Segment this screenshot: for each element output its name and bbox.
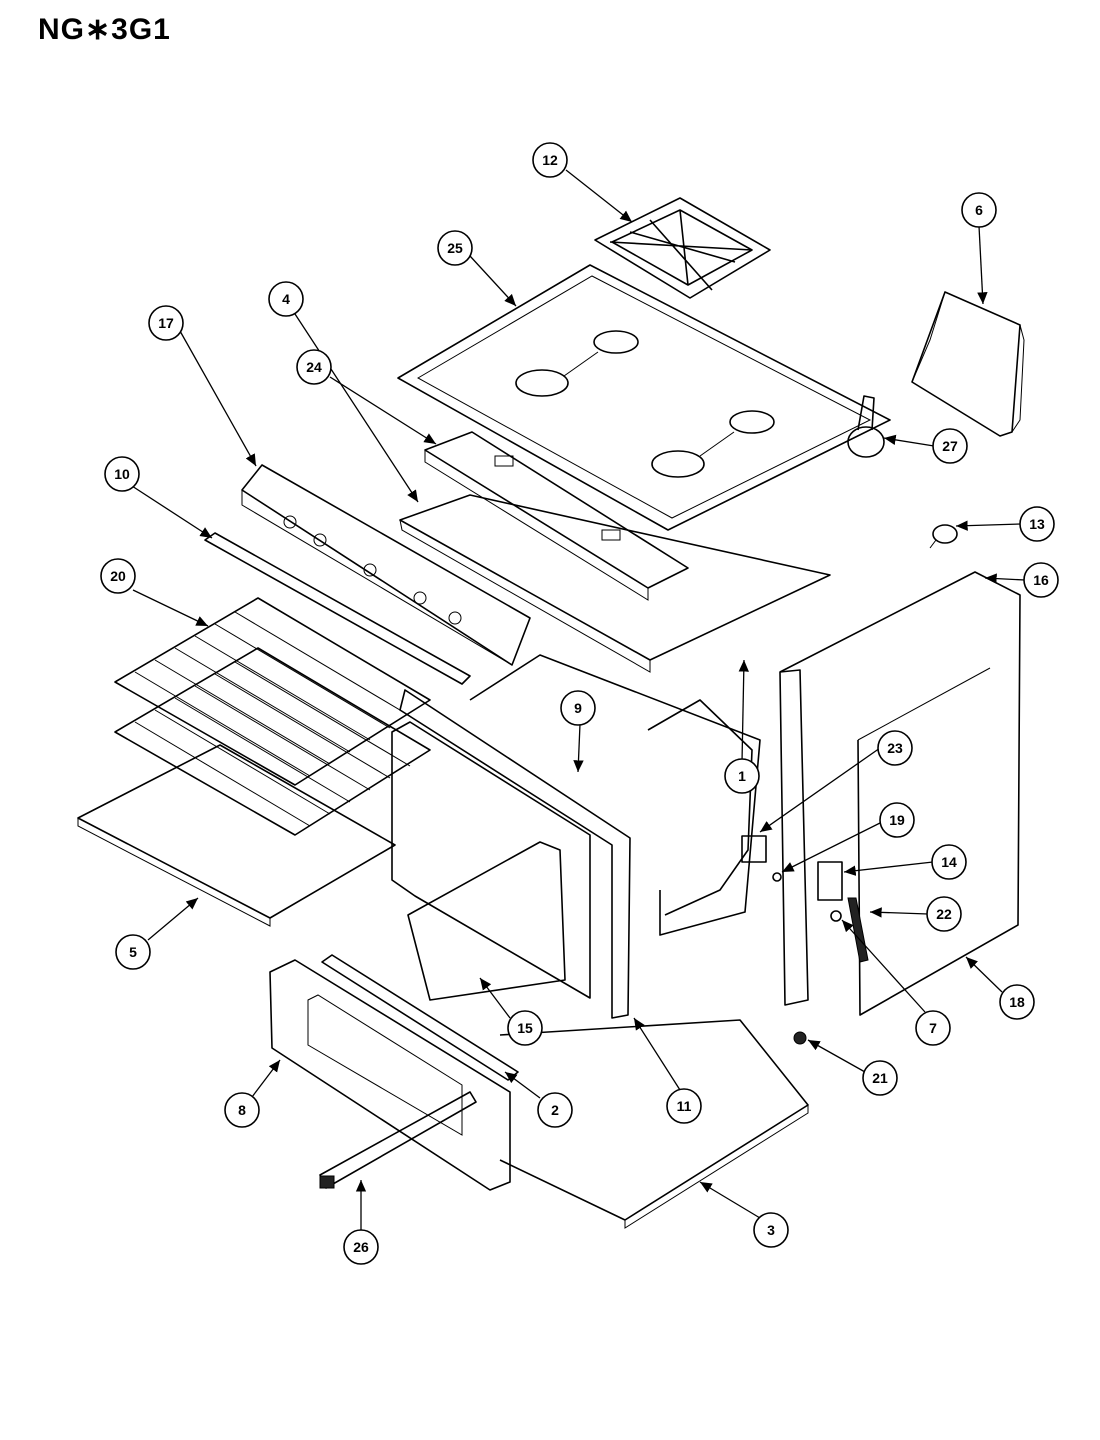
leveling-leg (793, 1031, 807, 1045)
callout-2: 2 (537, 1092, 573, 1128)
callout-label: 18 (1009, 994, 1025, 1010)
callout-label: 20 (110, 568, 126, 584)
callout-23: 23 (877, 730, 913, 766)
callout-label: 23 (887, 740, 903, 756)
hinge-hardware (741, 835, 869, 963)
diagram-title: NG∗3G1 (38, 13, 171, 46)
callout-11: 11 (666, 1088, 702, 1124)
drawer-front (269, 959, 511, 1191)
callout-16: 16 (1023, 562, 1059, 598)
manifold-bracket (424, 431, 689, 601)
callout-label: 9 (574, 700, 582, 716)
callout-5: 5 (115, 934, 151, 970)
callout-21: 21 (862, 1060, 898, 1096)
callout-label: 4 (282, 291, 290, 307)
callout-label: 24 (306, 359, 322, 375)
callout-label: 7 (929, 1020, 937, 1036)
leader-lines (131, 169, 1026, 1230)
callout-18: 18 (999, 984, 1035, 1020)
oven-racks (114, 597, 431, 836)
control-panel (241, 464, 531, 666)
callout-label: 27 (942, 438, 958, 454)
callout-13: 13 (1019, 506, 1055, 542)
burner-box-panel (399, 494, 831, 673)
callout-25: 25 (437, 230, 473, 266)
callout-9: 9 (560, 690, 596, 726)
burner-grate (594, 197, 771, 299)
callout-label: 1 (738, 768, 746, 784)
base-pan (499, 1019, 809, 1229)
callout-6: 6 (961, 192, 997, 228)
callout-22: 22 (926, 896, 962, 932)
oven-bottom (77, 744, 396, 927)
callout-label: 13 (1029, 516, 1045, 532)
callout-12: 12 (532, 142, 568, 178)
cooktop-main-top (397, 264, 891, 531)
callout-4: 4 (268, 281, 304, 317)
side-panel (779, 571, 1021, 1016)
trim-strip (204, 532, 471, 685)
drawer-rail (321, 954, 519, 1081)
callout-17: 17 (148, 305, 184, 341)
callout-label: 15 (517, 1020, 533, 1036)
callout-14: 14 (931, 844, 967, 880)
callout-10: 10 (104, 456, 140, 492)
callout-label: 19 (889, 812, 905, 828)
callout-8: 8 (224, 1092, 260, 1128)
callout-label: 5 (129, 944, 137, 960)
callout-27: 27 (932, 428, 968, 464)
callout-19: 19 (879, 802, 915, 838)
callout-label: 17 (158, 315, 174, 331)
callout-3: 3 (753, 1212, 789, 1248)
callout-label: 14 (941, 854, 957, 870)
ignitor (929, 524, 958, 549)
callout-label: 8 (238, 1102, 246, 1118)
callout-20: 20 (100, 558, 136, 594)
callout-label: 11 (677, 1098, 692, 1114)
callout-label: 22 (936, 906, 952, 922)
oven-door-panel (391, 721, 591, 1001)
callout-15: 15 (507, 1010, 543, 1046)
callout-1: 1 (724, 758, 760, 794)
callout-26: 26 (343, 1229, 379, 1265)
callout-label: 26 (353, 1239, 369, 1255)
oven-liner (469, 654, 761, 936)
callout-label: 2 (551, 1102, 559, 1118)
callout-label: 12 (542, 152, 558, 168)
callout-label: 21 (872, 1070, 888, 1086)
callout-label: 16 (1033, 572, 1049, 588)
back-guard (911, 291, 1025, 437)
callout-label: 10 (114, 466, 130, 482)
callout-label: 25 (447, 240, 463, 256)
callout-label: 6 (975, 202, 983, 218)
callout-7: 7 (915, 1010, 951, 1046)
callout-24: 24 (296, 349, 332, 385)
callout-label: 3 (767, 1222, 775, 1238)
drawer-slide (319, 1091, 477, 1189)
door-frame (399, 689, 631, 1019)
